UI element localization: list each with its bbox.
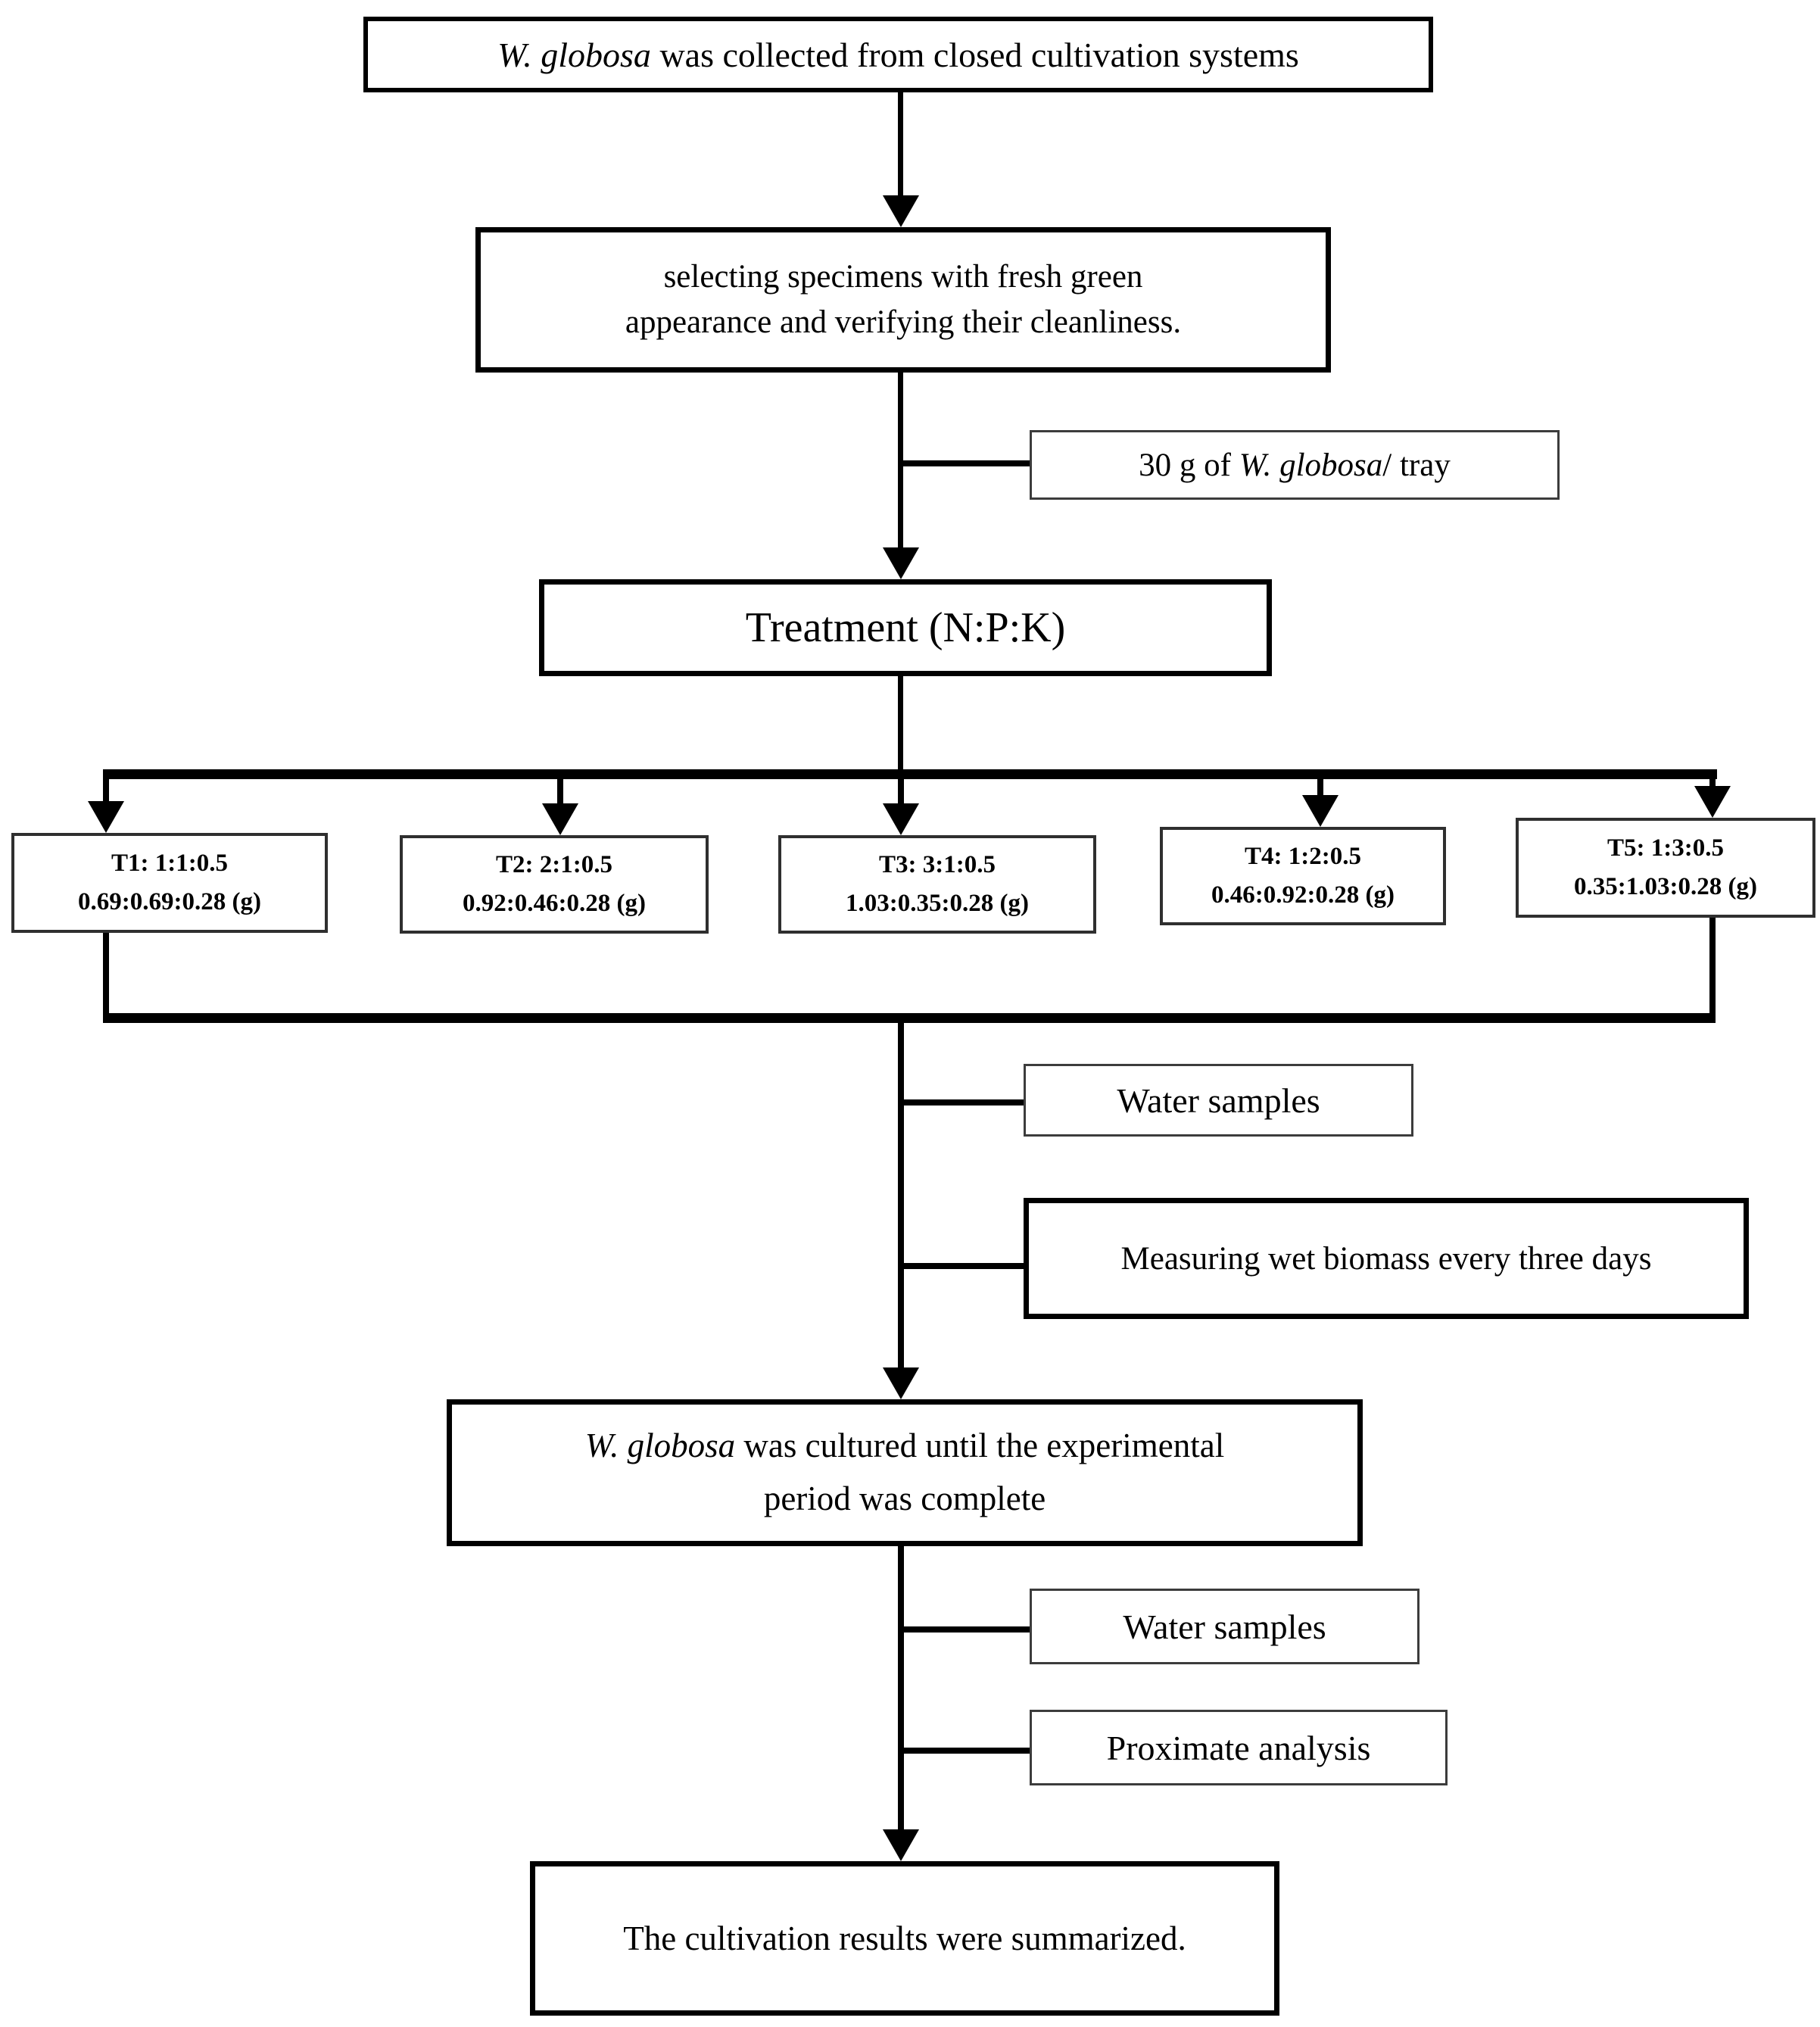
connector-cultured-to-summary: [898, 1546, 904, 1831]
water-samples-2-label: Water samples: [1123, 1607, 1326, 1646]
connector-t5-to-mergebar: [1709, 918, 1716, 1013]
connector-split-to-t1: [103, 779, 109, 803]
arrowhead-into-t5: [1694, 786, 1731, 818]
node-water-samples-2: Water samples: [1030, 1589, 1420, 1664]
arrowhead-into-cultured: [883, 1367, 919, 1399]
arrowhead-into-summary: [883, 1829, 919, 1861]
node-tray: 30 g of W. globosa/ tray: [1030, 430, 1560, 500]
node-cultured: W. globosa was cultured until the experi…: [447, 1399, 1363, 1546]
node-selecting-line2: appearance and verifying their cleanline…: [625, 304, 1182, 340]
connector-treatment-to-splitbar: [898, 676, 903, 771]
connector-branch-to-biomass: [901, 1263, 1024, 1269]
arrowhead-into-t4: [1302, 795, 1339, 827]
node-treatment-t3: T3: 3:1:0.5 1.03:0.35:0.28 (g): [778, 835, 1096, 934]
node-treatment-t2: T2: 2:1:0.5 0.92:0.46:0.28 (g): [400, 835, 709, 934]
arrowhead-into-t1: [88, 801, 124, 833]
node-selecting-line1: selecting specimens with fresh green: [663, 258, 1143, 295]
node-selecting: selecting specimens with fresh green app…: [475, 227, 1331, 373]
t5-grams: 0.35:1.03:0.28 (g): [1574, 873, 1757, 900]
connector-merge-to-cultured: [898, 1023, 904, 1369]
t1-ratio: T1: 1:1:0.5: [111, 849, 228, 877]
merge-bar: [103, 1013, 1716, 1023]
arrowhead-into-selecting: [883, 195, 919, 227]
node-cultured-line1: W. globosa was cultured until the experi…: [584, 1427, 1225, 1465]
node-cultured-line2: period was complete: [763, 1480, 1046, 1517]
node-biomass: Measuring wet biomass every three days: [1024, 1198, 1749, 1319]
node-collected-text: W. globosa was collected from closed cul…: [497, 35, 1299, 74]
species-name: W. globosa: [584, 1427, 736, 1465]
t2-grams: 0.92:0.46:0.28 (g): [463, 890, 646, 917]
connector-selecting-to-treatment: [898, 373, 903, 549]
node-summary: The cultivation results were summarized.: [530, 1861, 1279, 2016]
t5-ratio: T5: 1:3:0.5: [1607, 834, 1724, 862]
connector-branch-to-tray: [901, 460, 1030, 466]
biomass-label: Measuring wet biomass every three days: [1120, 1240, 1652, 1277]
species-name: W. globosa: [497, 35, 651, 74]
t1-grams: 0.69:0.69:0.28 (g): [78, 888, 261, 915]
connector-split-to-t3: [898, 779, 904, 805]
connector-branch-to-proximate: [901, 1748, 1030, 1754]
node-water-samples-1: Water samples: [1024, 1064, 1413, 1137]
connector-split-to-t5: [1709, 779, 1716, 787]
arrowhead-into-t3: [883, 803, 919, 835]
t4-grams: 0.46:0.92:0.28 (g): [1211, 881, 1395, 909]
t3-ratio: T3: 3:1:0.5: [879, 850, 996, 878]
connector-t1-to-mergebar: [103, 933, 109, 1013]
t2-ratio: T2: 2:1:0.5: [496, 850, 612, 878]
arrowhead-into-t2: [542, 803, 578, 835]
connector-branch-to-water-samples-1: [901, 1099, 1024, 1105]
node-proximate: Proximate analysis: [1030, 1710, 1448, 1785]
node-collected: W. globosa was collected from closed cul…: [363, 17, 1433, 92]
t4-ratio: T4: 1:2:0.5: [1245, 842, 1361, 870]
node-treatment-t5: T5: 1:3:0.5 0.35:1.03:0.28 (g): [1516, 818, 1815, 918]
node-treatment-t4: T4: 1:2:0.5 0.46:0.92:0.28 (g): [1160, 827, 1446, 925]
connector-split-to-t4: [1317, 779, 1323, 797]
connector-collected-to-selecting: [898, 92, 903, 198]
connector-branch-to-water-samples-2: [901, 1626, 1030, 1633]
node-treatment-t1: T1: 1:1:0.5 0.69:0.69:0.28 (g): [11, 833, 328, 933]
node-treatment-label: Treatment (N:P:K): [745, 604, 1066, 651]
arrowhead-into-treatment: [883, 547, 919, 579]
summary-label: The cultivation results were summarized.: [623, 1919, 1186, 1957]
node-treatment: Treatment (N:P:K): [539, 579, 1272, 676]
node-tray-text: 30 g of W. globosa/ tray: [1139, 447, 1451, 483]
connector-split-to-t2: [557, 779, 563, 805]
t3-grams: 1.03:0.35:0.28 (g): [846, 890, 1029, 917]
water-samples-1-label: Water samples: [1117, 1081, 1320, 1120]
split-bar: [103, 769, 1717, 779]
proximate-label: Proximate analysis: [1106, 1728, 1371, 1767]
species-name: W. globosa: [1239, 447, 1383, 483]
